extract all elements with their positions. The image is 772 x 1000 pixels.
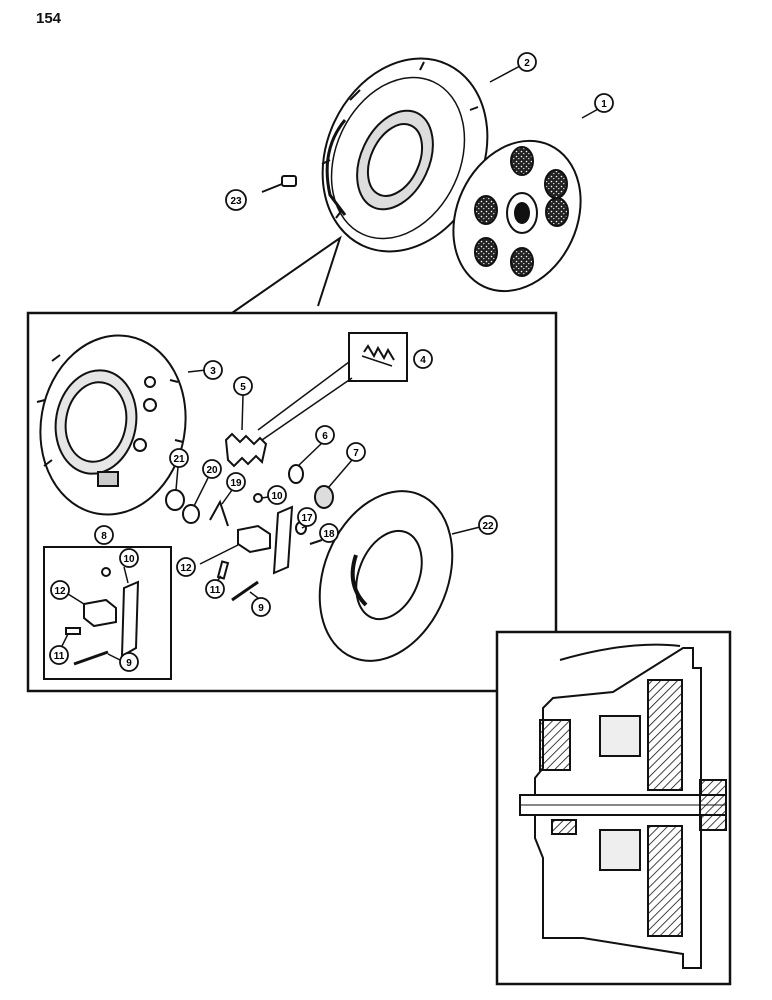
detail-pointer	[231, 235, 342, 314]
screw-18	[309, 539, 323, 545]
svg-text:12: 12	[180, 563, 192, 574]
svg-text:3: 3	[210, 366, 216, 377]
svg-text:23: 23	[230, 196, 242, 207]
inset-nut-10	[101, 567, 111, 577]
callout-17: 17	[297, 507, 317, 529]
svg-text:2: 2	[524, 58, 530, 69]
svg-text:1: 1	[601, 99, 607, 110]
callout-4: 4	[413, 349, 433, 369]
detail-box	[26, 311, 558, 693]
spring-5	[224, 432, 268, 468]
svg-text:4: 4	[420, 355, 426, 366]
page-number: 154	[36, 10, 62, 27]
pin-11	[216, 560, 230, 580]
inset-pin-11	[65, 627, 81, 635]
callout-7: 7	[327, 442, 366, 489]
svg-text:19: 19	[230, 478, 242, 489]
nut-21	[165, 489, 185, 511]
svg-text:11: 11	[54, 651, 65, 662]
pressure-plate-cover	[321, 57, 489, 253]
callout-19: 19	[221, 472, 246, 505]
svg-text:10: 10	[271, 491, 283, 502]
callout-11b: 11	[49, 633, 69, 665]
callout-10b: 10	[119, 548, 139, 584]
inset-8-box	[43, 546, 172, 680]
svg-text:12: 12	[54, 586, 66, 597]
svg-text:22: 22	[482, 521, 494, 532]
callout-22: 22	[451, 515, 498, 535]
pressure-plate	[318, 490, 454, 662]
svg-text:17: 17	[301, 513, 313, 524]
svg-text:21: 21	[173, 454, 185, 465]
callout-2: 2	[489, 52, 537, 83]
pin-9	[231, 580, 259, 602]
callout-9b: 9	[107, 652, 139, 672]
lever-block	[237, 524, 271, 554]
callout-8: 8	[94, 525, 114, 545]
spring-leader-2	[261, 377, 353, 441]
svg-text:9: 9	[258, 603, 264, 614]
svg-text:5: 5	[240, 382, 246, 393]
svg-text:6: 6	[322, 431, 328, 442]
spring-4	[361, 344, 395, 367]
callout-6: 6	[297, 425, 335, 467]
svg-text:18: 18	[323, 529, 335, 540]
callout-21: 21	[169, 448, 189, 491]
callout-1: 1	[581, 93, 614, 119]
callout-10: 10	[261, 485, 287, 505]
callout-5: 5	[233, 376, 253, 431]
callout-12: 12	[176, 557, 196, 577]
inset-lever	[120, 580, 140, 658]
svg-text:9: 9	[126, 658, 132, 669]
cross-section-view	[519, 643, 727, 969]
bolt-23	[261, 175, 297, 193]
nut-10	[253, 493, 263, 503]
svg-text:8: 8	[101, 531, 107, 542]
spring-leader	[257, 361, 350, 431]
inset-pin-9	[73, 650, 109, 666]
cover-plate	[36, 334, 187, 516]
washer-6	[288, 464, 304, 484]
callout-11: 11	[205, 575, 225, 599]
clutch-disc	[452, 139, 582, 293]
svg-text:11: 11	[210, 585, 221, 596]
release-lever	[272, 505, 294, 575]
inset-block	[83, 598, 117, 628]
washer-20	[182, 504, 200, 524]
callout-12b: 12	[50, 580, 85, 605]
svg-text:7: 7	[353, 448, 359, 459]
svg-text:10: 10	[123, 554, 135, 565]
callout-23: 23	[225, 189, 247, 211]
callout-3: 3	[187, 360, 223, 380]
spring-inset-box	[348, 332, 408, 382]
washer-7	[314, 485, 334, 509]
callout-9: 9	[249, 591, 271, 617]
callout-20: 20	[193, 459, 222, 507]
block-leader	[199, 544, 239, 565]
svg-text:20: 20	[206, 465, 218, 476]
callout-18: 18	[319, 523, 339, 543]
clip-19	[209, 499, 229, 527]
